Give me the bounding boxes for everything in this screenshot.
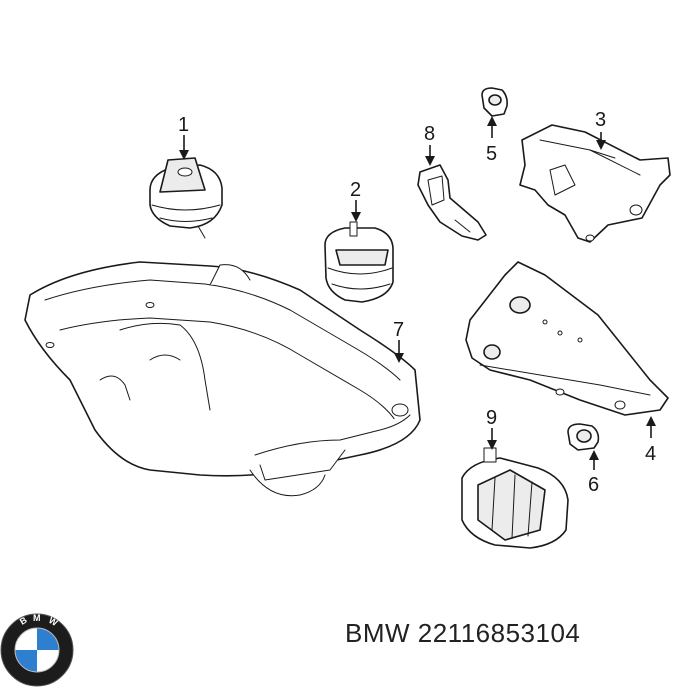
callout-label: 4 bbox=[645, 443, 656, 465]
callout-label: 5 bbox=[486, 143, 497, 165]
callout-label: 3 bbox=[595, 109, 606, 131]
part-9-transmission-mount bbox=[461, 447, 569, 549]
callout-7: 7 bbox=[393, 319, 404, 363]
part-1-engine-mount bbox=[149, 157, 223, 239]
svg-text:M: M bbox=[33, 613, 41, 623]
callout-label: 7 bbox=[393, 319, 404, 341]
part-7-subframe bbox=[24, 261, 421, 497]
callout-label: 9 bbox=[486, 407, 497, 429]
callout-6: 6 bbox=[588, 450, 599, 496]
callout-label: 1 bbox=[178, 114, 189, 136]
callout-2: 2 bbox=[350, 179, 361, 222]
callout-4: 4 bbox=[645, 416, 656, 465]
callout-9: 9 bbox=[486, 407, 497, 450]
callout-5: 5 bbox=[486, 116, 497, 165]
part-3-bracket bbox=[519, 124, 671, 243]
svg-text:B: B bbox=[18, 615, 29, 627]
callout-label: 2 bbox=[350, 179, 361, 201]
part-4-carrier bbox=[465, 261, 669, 416]
bmw-roundel-icon: B M W bbox=[0, 613, 74, 687]
part-2-engine-mount bbox=[324, 221, 394, 303]
callout-1: 1 bbox=[178, 114, 189, 160]
callout-3: 3 bbox=[595, 109, 606, 150]
callout-label: 8 bbox=[424, 123, 435, 145]
part-5-bushing bbox=[481, 87, 508, 117]
part-8-bracket bbox=[417, 164, 487, 241]
callout-8: 8 bbox=[424, 123, 435, 166]
callout-label: 6 bbox=[588, 474, 599, 496]
part-number-caption: BMW 22116853104 bbox=[345, 618, 581, 648]
part-6-bushing bbox=[567, 423, 600, 451]
